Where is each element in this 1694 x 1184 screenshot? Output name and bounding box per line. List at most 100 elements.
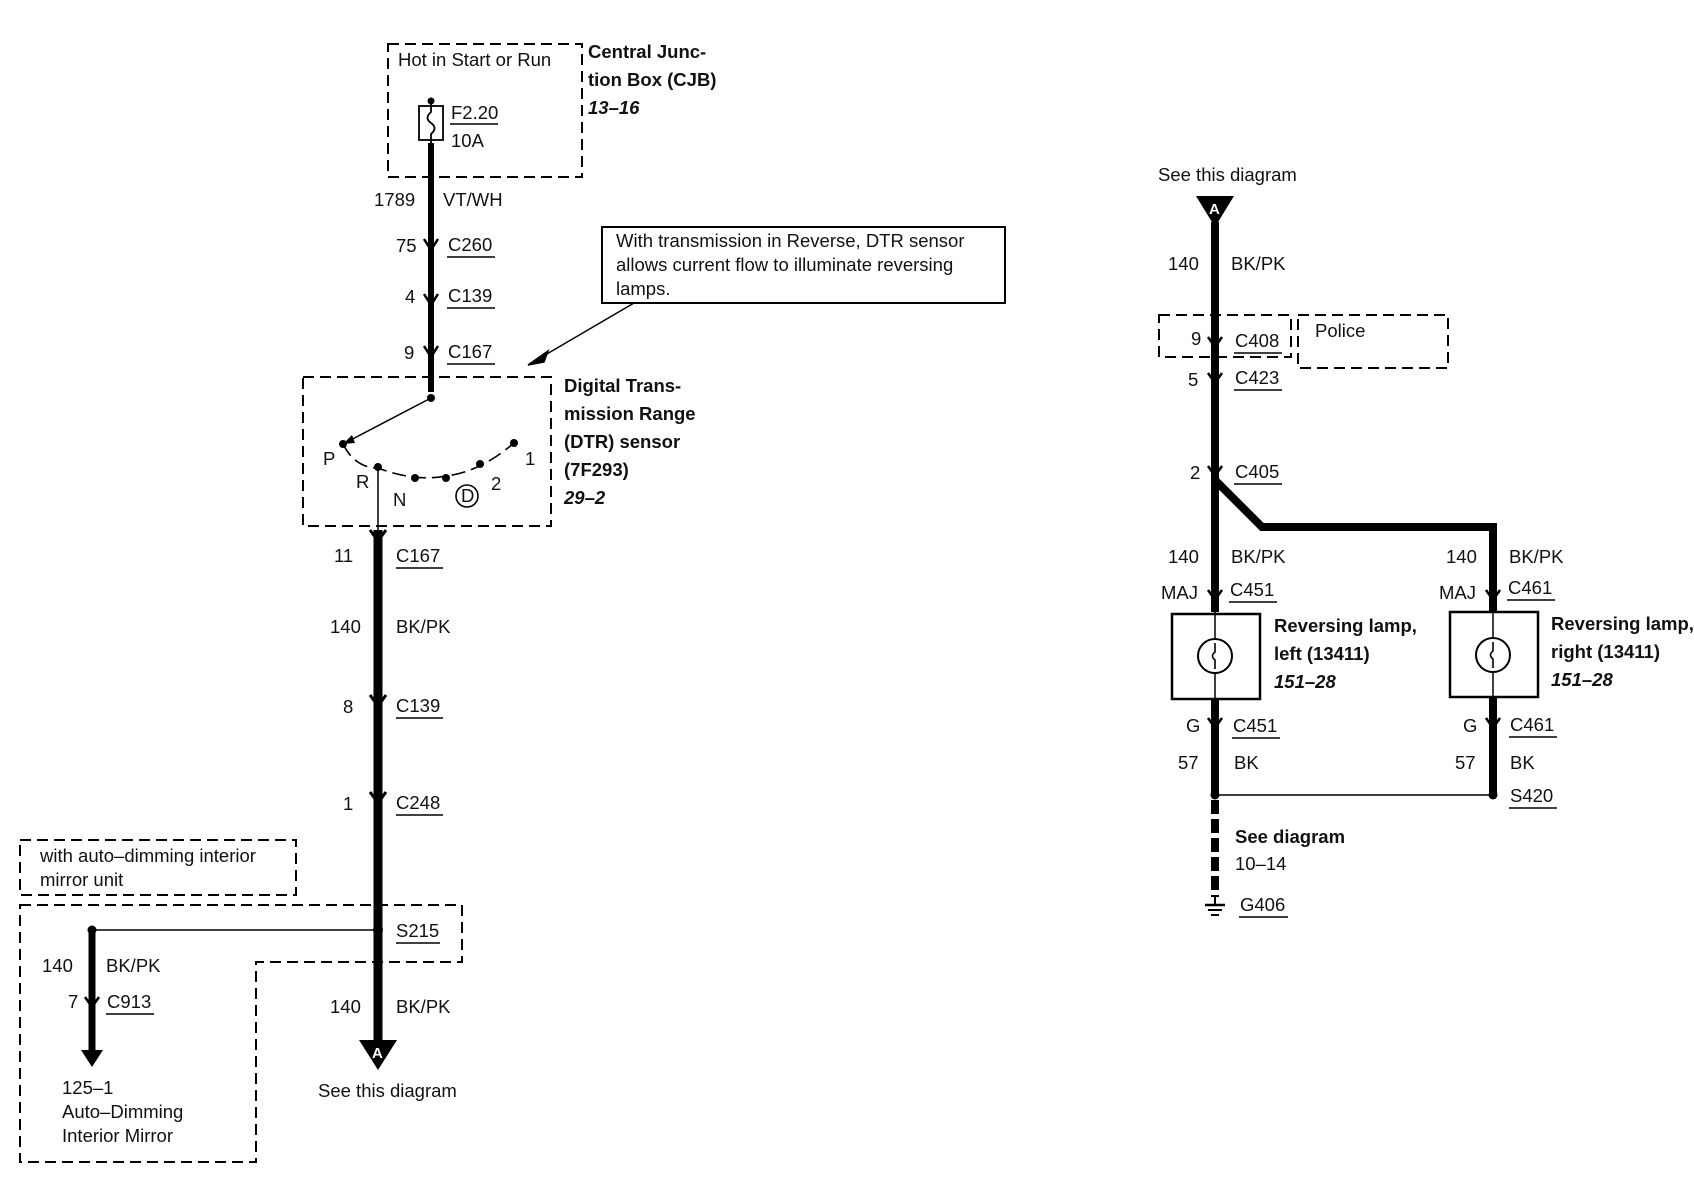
note-line2: allows current flow to illuminate revers… — [616, 254, 953, 275]
feed-wire-color: VT/WH — [443, 189, 503, 210]
right-lamp-bulb-icon — [1475, 637, 1511, 673]
right-reversing-lamp: Reversing lamp, right (13411) 151–28 — [1448, 610, 1694, 699]
cjb-hot-label: Hot in Start or Run — [398, 49, 551, 70]
c260-pin: 75 — [396, 235, 417, 256]
cjb-dashed-box — [387, 43, 583, 178]
left-lamp-bulb-icon — [1197, 638, 1233, 674]
connector-c260: 75 C260 — [396, 234, 495, 258]
left-wire2-circuit: 140 — [330, 996, 361, 1017]
fuse-id: F2.20 — [451, 102, 498, 123]
c913-label: C913 — [107, 991, 151, 1012]
left-lamp-conn-bottom: C451 — [1233, 715, 1277, 736]
c423-pin: 5 — [1188, 369, 1198, 390]
feed-wire: 1789 VT/WH — [374, 143, 503, 392]
c248-pin: 1 — [343, 793, 353, 814]
right-ref-arrow-icon — [1196, 196, 1234, 227]
left-reversing-lamp: Reversing lamp, left (13411) 151–28 — [1170, 612, 1417, 701]
dtr-title-line2: mission Range — [564, 403, 696, 424]
c167-lower-label: C167 — [396, 545, 440, 566]
left-lamp-pin-top: MAJ — [1161, 582, 1198, 603]
left-lamp-conn-top: C451 — [1230, 579, 1274, 600]
left-lamp-name1: Reversing lamp, — [1274, 615, 1417, 636]
left-lamp-ground-circuit: 57 — [1178, 752, 1199, 773]
right-lamp-circuit: 140 — [1446, 546, 1477, 567]
dtr-pos-p: P — [323, 448, 335, 469]
mirror-region-outline — [19, 904, 463, 1163]
c167-upper-label: C167 — [448, 341, 492, 362]
left-lamp-circuit: 140 — [1168, 546, 1199, 567]
dtr-pos-n: N — [393, 489, 406, 510]
right-lamp-pin-bottom: G — [1463, 715, 1477, 736]
left-wire-color: BK/PK — [396, 616, 451, 637]
see-diagram-ref: 10–14 — [1235, 853, 1286, 874]
right-lamp-ground-color: BK — [1510, 752, 1535, 773]
right-wire-circuit: 140 — [1168, 253, 1199, 274]
right-lamp-ground-circuit: 57 — [1455, 752, 1476, 773]
dtr-title-line1: Digital Trans- — [564, 375, 681, 396]
s420-label: S420 — [1510, 785, 1553, 806]
note-callout: With transmission in Reverse, DTR sensor… — [527, 226, 1006, 366]
connector-c167-upper: 9 C167 — [404, 341, 495, 365]
right-wire-color: BK/PK — [1231, 253, 1286, 274]
c913-pin: 7 — [68, 991, 78, 1012]
mirror-wire-circuit: 140 — [42, 955, 73, 976]
right-lamp-page-ref: 151–28 — [1551, 669, 1613, 690]
see-diagram-label: See diagram — [1235, 826, 1345, 847]
right-lamp-color: BK/PK — [1509, 546, 1564, 567]
note-line1: With transmission in Reverse, DTR sensor — [616, 230, 965, 251]
fuse-icon — [418, 97, 444, 143]
mirror-option-line2: mirror unit — [40, 869, 123, 890]
right-lamp-conn-bottom: C461 — [1510, 714, 1554, 735]
cjb-title-line2: tion Box (CJB) — [588, 69, 716, 90]
right-diagram: See this diagram A 140 BK/PK 9 C408 Poli… — [1158, 164, 1694, 918]
mirror-dest-line3: Interior Mirror — [62, 1125, 173, 1146]
note-arrow-line — [539, 302, 635, 359]
note-arrow-head — [527, 349, 550, 366]
c139-upper-label: C139 — [448, 285, 492, 306]
dtr-title-line3: (DTR) sensor — [564, 431, 680, 452]
g406-label: G406 — [1240, 894, 1285, 915]
c167-lower-pin: 11 — [334, 545, 353, 566]
c408-pin: 9 — [1191, 328, 1201, 349]
c139-upper-pin: 4 — [405, 286, 415, 307]
dtr-title-line4: (7F293) — [564, 459, 629, 480]
dtr-pos-r: R — [356, 471, 369, 492]
c408-label: C408 — [1235, 330, 1279, 351]
right-lamp-conn-top: C461 — [1508, 577, 1552, 598]
left-wire2-color: BK/PK — [396, 996, 451, 1017]
right-lamp-pin-top: MAJ — [1439, 582, 1476, 603]
note-box — [601, 226, 1006, 304]
c408-box — [1158, 314, 1292, 358]
left-lamp-ground-color: BK — [1234, 752, 1259, 773]
right-lamp-name2: right (13411) — [1551, 641, 1660, 662]
note-line3: lamps. — [616, 278, 671, 299]
left-lamp-page-ref: 151–28 — [1274, 671, 1336, 692]
left-ref-text: See this diagram — [318, 1080, 457, 1101]
left-ref-letter: A — [372, 1045, 383, 1062]
left-lamp-pin-bottom: G — [1186, 715, 1200, 736]
mirror-wire-color: BK/PK — [106, 955, 161, 976]
left-lamp-name2: left (13411) — [1274, 643, 1370, 664]
left-wire-circuit: 140 — [330, 616, 361, 637]
fuse-rating: 10A — [451, 130, 485, 151]
c139-lower-label: C139 — [396, 695, 440, 716]
mirror-option-line1: with auto–dimming interior — [39, 845, 256, 866]
c248-label: C248 — [396, 792, 440, 813]
mirror-option-box — [19, 839, 297, 896]
mirror-dest-line2: Auto–Dimming — [62, 1101, 183, 1122]
dtr-pos-d: D — [461, 485, 474, 506]
dtr-dashed-box — [302, 376, 552, 527]
central-junction-box: Hot in Start or Run Central Junc- tion B… — [387, 41, 716, 178]
left-ref-arrow-icon — [359, 1040, 397, 1070]
cjb-title-line1: Central Junc- — [588, 41, 706, 62]
police-label: Police — [1315, 320, 1365, 341]
dtr-page-ref: 29–2 — [563, 487, 606, 508]
cjb-page-ref: 13–16 — [588, 97, 640, 118]
right-ref-letter: A — [1209, 201, 1220, 218]
mirror-dest-line1: 125–1 — [62, 1077, 113, 1098]
mirror-option: with auto–dimming interior mirror unit 1… — [19, 839, 463, 1163]
left-lamp-color: BK/PK — [1231, 546, 1286, 567]
s215-label: S215 — [396, 920, 439, 941]
dtr-pos-1: 1 — [525, 448, 535, 469]
